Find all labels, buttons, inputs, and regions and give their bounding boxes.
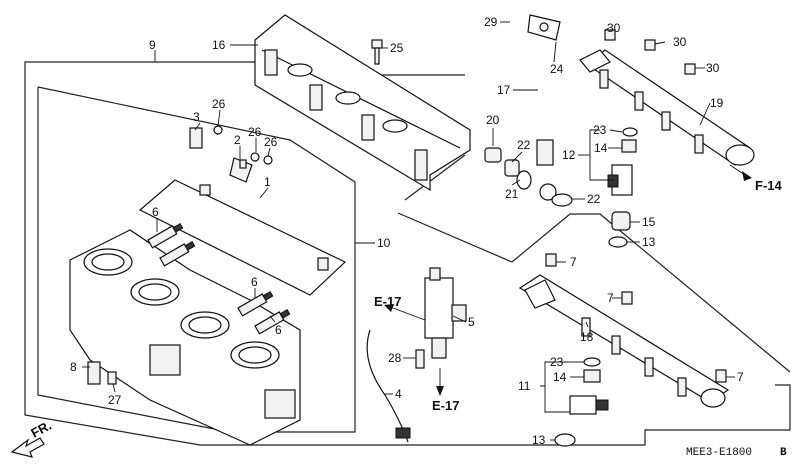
callout-5: 5 (468, 315, 475, 329)
parts-8-27 (87, 361, 117, 385)
figure-code: MEE3-E1800 (686, 447, 752, 459)
reference-e17-upper: E-17 (374, 294, 401, 309)
callout-26: 26 (264, 135, 278, 149)
callout-26: 26 (212, 97, 226, 111)
fuel-rail-19 (579, 29, 755, 166)
reference-f14: F-14 (755, 178, 783, 193)
callout-14: 14 (553, 370, 567, 384)
cross-references: E-17 E-17 F-14 (374, 178, 783, 413)
callout-26: 26 (248, 125, 262, 139)
figure-suffix: B (780, 447, 787, 459)
reference-e17-lower: E-17 (432, 398, 459, 413)
callout-28: 28 (388, 351, 402, 365)
front-direction-label: FR. (28, 418, 54, 441)
throttle-body-assembly (69, 229, 301, 446)
callout-7: 7 (737, 370, 744, 384)
callout-21: 21 (505, 187, 519, 201)
callout-6: 6 (152, 205, 159, 219)
callout-22: 22 (517, 138, 531, 152)
callout-24: 24 (550, 62, 564, 76)
callout-19: 19 (710, 96, 724, 110)
callout-11: 11 (518, 379, 531, 393)
callout-2: 2 (234, 133, 241, 147)
callout-29: 29 (484, 15, 498, 29)
callout-30: 30 (607, 21, 621, 35)
leader-lines (82, 21, 752, 441)
callout-3: 3 (193, 110, 200, 124)
valve-5 (415, 267, 467, 369)
callout-14: 14 (594, 141, 608, 155)
callout-12: 12 (562, 148, 576, 162)
shaft-1 (138, 179, 347, 296)
callout-30: 30 (673, 35, 687, 49)
hose-4 (366, 329, 411, 443)
callout-23: 23 (550, 355, 564, 369)
callout-7: 7 (607, 291, 614, 305)
callout-25: 25 (390, 41, 404, 55)
callout-16: 16 (212, 38, 226, 52)
grommets-20-21-22 (484, 147, 573, 207)
sensors-6 (147, 223, 291, 335)
callout-7: 7 (570, 255, 577, 269)
callout-6: 6 (251, 275, 258, 289)
front-direction-arrow (10, 437, 45, 458)
callout-1: 1 (264, 175, 271, 189)
callout-6: 6 (275, 323, 282, 337)
callout-8: 8 (70, 360, 77, 374)
callout-20: 20 (486, 113, 500, 127)
callout-30: 30 (706, 61, 720, 75)
callout-13: 13 (642, 235, 656, 249)
callout-15: 15 (642, 215, 656, 229)
callout-27: 27 (108, 393, 122, 407)
group-frames (24, 61, 791, 446)
callout-9: 9 (149, 38, 156, 52)
intake-cover (254, 14, 471, 192)
injector-lower (554, 357, 609, 447)
bolt-25 (371, 39, 383, 65)
callout-4: 4 (395, 387, 402, 401)
callout-10: 10 (377, 236, 391, 250)
callout-23: 23 (593, 123, 607, 137)
callout-18: 18 (580, 330, 594, 344)
injector-upper (607, 127, 638, 248)
fuel-rail-18 (518, 253, 730, 408)
fuel-hose-17 (527, 14, 561, 201)
callout-22: 22 (587, 192, 601, 206)
callout-labels: 9 16 25 3 26 2 26 26 1 6 6 6 10 8 27 28 … (70, 15, 744, 447)
callout-13: 13 (532, 433, 546, 447)
callout-17: 17 (497, 83, 511, 97)
